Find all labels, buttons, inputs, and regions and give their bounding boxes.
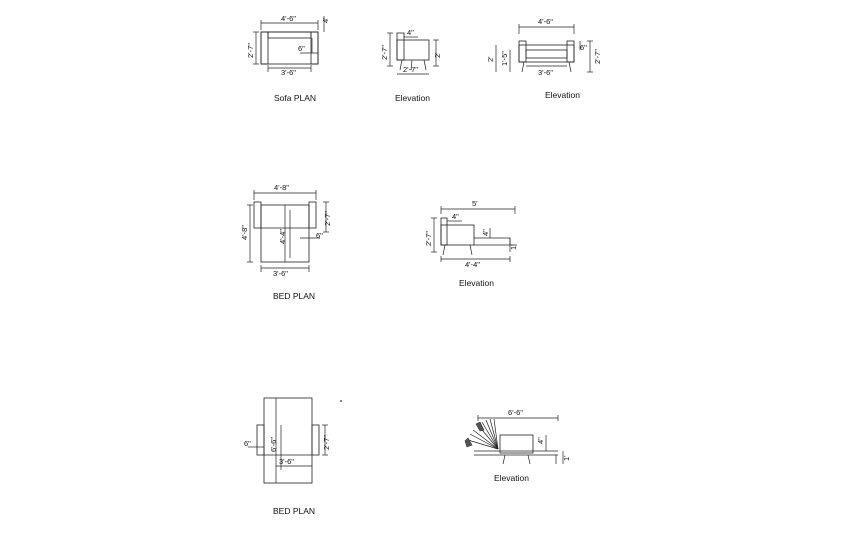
- sofa-side-elevation-caption: Elevation: [395, 93, 430, 103]
- sofa-front-dim-total-height: 2'-7": [593, 49, 602, 64]
- sofa-side-elevation-view: 4" 2'-7" 2' 2'-7" Elevation: [380, 28, 442, 103]
- sofa-plan-dim-arm: 4': [321, 17, 330, 23]
- bed-half-elev-dim-seat: 4": [481, 229, 490, 236]
- bed-full-elev-dim-overall: 6'-6": [508, 408, 523, 417]
- sofa-front-dim-inner-width: 3'-6": [538, 68, 553, 77]
- bed-half-elev-dim-back: 4": [452, 212, 459, 221]
- bed-half-elev-dim-height: 2'-7": [424, 231, 433, 246]
- sofa-front-dim-left-height: 2': [486, 56, 495, 62]
- bed-full-dim-arm: 6": [244, 439, 251, 448]
- sofa-plan-dim-bottom-width: 3'-6": [281, 68, 296, 77]
- bed-full-elev-dim-seat: 4": [536, 437, 545, 444]
- bed-plan-full-view: 6" 6'-6" 3'-6" 2'-7" BED PLAN: [244, 397, 342, 516]
- bed-plan-half-drawing: [247, 190, 329, 272]
- bed-full-dim-length: 6'-6": [269, 437, 278, 452]
- sofa-plan-dim-depth: 2'-7": [246, 43, 255, 58]
- bed-half-dim-depth: 2'-7": [323, 211, 332, 226]
- sofa-side-dim-depth: 2'-7": [403, 65, 418, 74]
- sofa-plan-dim-seat: 6": [298, 44, 305, 53]
- sofa-front-dim-arm-height: 6": [580, 43, 587, 52]
- bed-half-dim-inner-length: 4'-4": [278, 229, 287, 244]
- sofa-front-elevation-view: 4'-6" 2' 1'-5" 6" 2'-7" 3'-6" Elevation: [486, 17, 602, 100]
- bed-full-dim-width: 3'-6": [279, 457, 294, 466]
- bed-half-dim-length: 4'-8": [240, 225, 249, 240]
- sofa-side-dim-back: 4": [407, 28, 414, 37]
- sofa-plan-caption: Sofa PLAN: [274, 93, 316, 103]
- bed-plan-full-caption: BED PLAN: [273, 506, 315, 516]
- sofa-front-elevation-caption: Elevation: [545, 90, 580, 100]
- bed-full-elevation-view: 6'-6" 4" 1' Elevation: [464, 408, 571, 483]
- bed-half-dim-bottom-width: 3'-6": [273, 269, 288, 278]
- bed-full-elevation-drawing: [464, 415, 564, 465]
- sofa-front-dim-seat-height: 1'-5": [500, 51, 509, 66]
- sofa-side-dim-height: 2'-7": [380, 45, 389, 60]
- bed-half-elev-dim-overall: 5': [472, 199, 478, 208]
- bed-half-elevation-view: 5' 4" 2'-7" 4" 1' 4'-4" Elevation: [424, 199, 518, 288]
- bed-full-elevation-caption: Elevation: [494, 473, 529, 483]
- bed-half-elev-dim-bottom: 4'-4": [465, 260, 480, 269]
- sofa-front-elevation-drawing: [495, 24, 593, 73]
- bed-half-dim-top-width: 4'-8": [274, 183, 289, 192]
- bed-half-elevation-drawing: [431, 206, 517, 262]
- bed-plan-half-view: 4'-8" 4'-8" 4'-4" 6" 2'-7" 3'-6" BED PLA…: [240, 183, 332, 301]
- sofa-plan-dim-top-width: 4'-6": [281, 14, 296, 23]
- stray-mark-dot: [340, 400, 342, 402]
- bed-half-elev-dim-leg: 1': [509, 244, 518, 250]
- fold-out-mechanism: [464, 418, 499, 450]
- sofa-side-dim-seat: 2': [433, 52, 442, 58]
- bed-half-dim-arm: 6": [316, 231, 323, 240]
- sofa-plan-drawing: [253, 16, 325, 72]
- bed-full-dim-depth: 2'-7": [322, 435, 331, 450]
- bed-half-elevation-caption: Elevation: [459, 278, 494, 288]
- bed-full-elev-dim-leg: 1': [562, 455, 571, 461]
- bed-plan-half-caption: BED PLAN: [273, 291, 315, 301]
- sofa-front-dim-top-width: 4'-6": [538, 17, 553, 26]
- sofa-plan-view: 4'-6" 4' 2'-7" 6" 3'-6" Sofa PLAN: [246, 14, 330, 103]
- bed-plan-full-drawing: [248, 397, 328, 484]
- sofa-side-elevation-drawing: [387, 32, 439, 75]
